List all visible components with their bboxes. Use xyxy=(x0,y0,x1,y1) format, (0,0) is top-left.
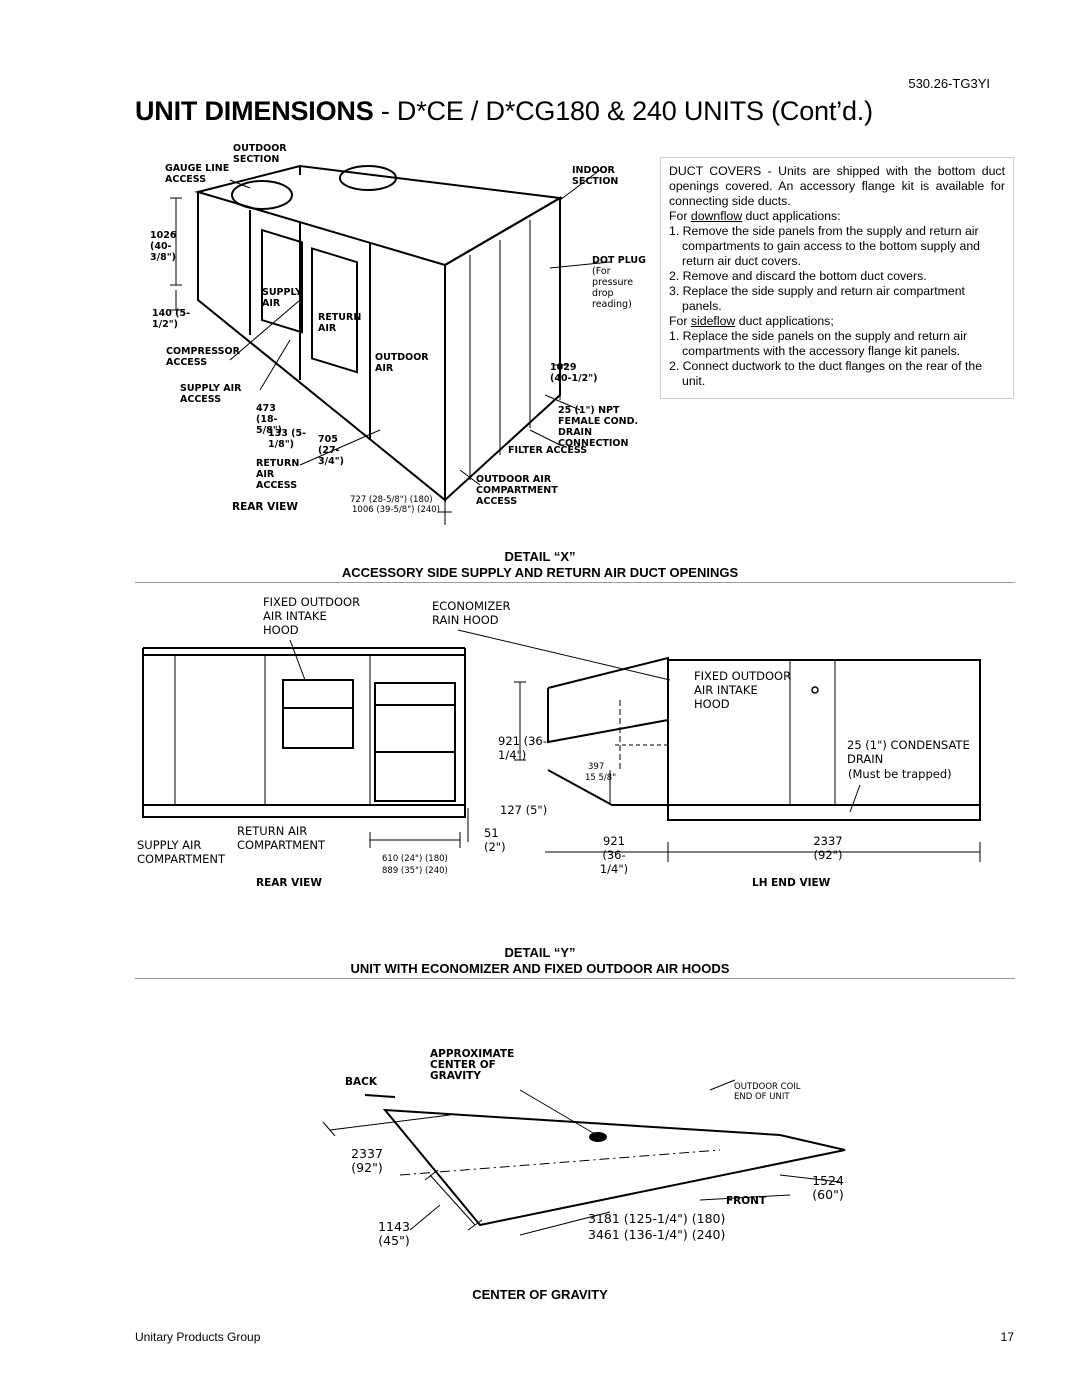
page-title: UNIT DIMENSIONS - D*CE / D*CG180 & 240 U… xyxy=(135,96,873,127)
label-rear-view-x: REAR VIEW xyxy=(232,501,298,513)
note-downflow-heading: For downflow duct applications: xyxy=(669,209,841,223)
drain-port-icon xyxy=(811,686,819,694)
label-gauge-line: GAUGE LINE ACCESS xyxy=(165,163,230,185)
label-rear-view-y: REAR VIEW xyxy=(256,877,322,889)
label-outdoor-coil: OUTDOOR COIL END OF UNIT xyxy=(734,1082,801,1102)
label-outdoor-air: OUTDOOR AIR xyxy=(375,352,429,374)
title-rest: - D*CE / D*CG180 & 240 UNITS (Cont’d.) xyxy=(373,96,873,126)
label-back: BACK xyxy=(345,1076,377,1088)
label-npt-drain: 25 (1") NPT FEMALE COND. DRAIN CONNECTIO… xyxy=(558,405,639,449)
label-approx-cg: APPROXIMATE CENTER OF GRAVITY xyxy=(430,1048,515,1082)
duct-covers-note: DUCT COVERS - Units are shipped with the… xyxy=(660,157,1014,399)
label-dim-921-vertical: 921 (36-1/4") xyxy=(498,734,547,762)
detail-y-caption: DETAIL “Y” xyxy=(504,945,576,960)
label-cg-dim-1524: 1524 (60") xyxy=(812,1173,844,1202)
label-dim-889: 889 (35") (240) xyxy=(382,866,448,876)
label-dot-plug-note: (For pressure drop reading) xyxy=(592,266,634,310)
note-downflow-step-3: 3. Replace the side supply and return ai… xyxy=(669,284,965,313)
label-outdoor-section: OUTDOOR SECTION xyxy=(233,143,287,165)
unit-top-outline xyxy=(194,164,564,267)
label-dim-397: 397 xyxy=(588,762,605,772)
label-dim-610: 610 (24") (180) xyxy=(382,854,448,864)
label-cg-dim-3461: 3461 (136-1/4") (240) xyxy=(588,1227,726,1242)
label-dim-705: 705 (27-3/4") xyxy=(318,434,344,467)
label-filter-access: FILTER ACCESS xyxy=(508,445,588,456)
label-condensate-drain: 25 (1") CONDENSATE DRAIN xyxy=(847,738,970,766)
label-cg-dim-2337: 2337 (92") xyxy=(351,1146,383,1175)
label-supply-air: SUPPLY AIR xyxy=(262,287,302,309)
label-return-access: RETURN AIR ACCESS xyxy=(256,458,300,491)
label-dim-51: 51 (2") xyxy=(484,826,506,854)
detail-y-subcaption: UNIT WITH ECONOMIZER AND FIXED OUTDOOR A… xyxy=(350,961,730,976)
document-number: 530.26-TG3YI xyxy=(908,76,990,91)
label-dim-473: 473 (18-5/8") xyxy=(256,403,282,436)
cg-caption: CENTER OF GRAVITY xyxy=(472,1287,608,1302)
label-dim-133: 133 (5-1/8") xyxy=(268,428,307,450)
label-lh-end-view: LH END VIEW xyxy=(752,877,831,889)
note-intro: DUCT COVERS - Units are shipped with the… xyxy=(669,164,1005,208)
label-return-air: RETURN AIR xyxy=(318,312,362,334)
label-oa-compartment: OUTDOOR AIR COMPARTMENT ACCESS xyxy=(476,474,558,507)
footer-company: Unitary Products Group xyxy=(135,1330,261,1344)
divider-y xyxy=(135,978,1015,979)
label-dim-140: 140 (5-1/2") xyxy=(152,308,191,330)
label-return-compartment: RETURN AIR COMPARTMENT xyxy=(237,824,326,852)
note-downflow-step-1: 1. Remove the side panels from the suppl… xyxy=(669,224,981,268)
label-compressor: COMPRESSOR ACCESS xyxy=(166,346,240,368)
label-fixed-hood: FIXED OUTDOOR AIR INTAKE HOOD xyxy=(263,595,361,637)
label-dim-15: 15 5/8" xyxy=(585,773,617,783)
label-dim-1029: 1029 (40-1/2") xyxy=(550,362,598,384)
title-bold: UNIT DIMENSIONS xyxy=(135,96,374,126)
label-indoor-section: INDOOR SECTION xyxy=(572,165,619,187)
label-dim-1026: 1026 (40-3/8") xyxy=(150,230,177,263)
note-sideflow-heading: For sideflow duct applications; xyxy=(669,314,834,328)
note-sideflow-step-1: 1. Replace the side panels on the supply… xyxy=(669,329,968,358)
label-supply-access: SUPPLY AIR ACCESS xyxy=(180,383,242,405)
detail-x-subcaption: ACCESSORY SIDE SUPPLY AND RETURN AIR DUC… xyxy=(341,565,739,580)
label-dim-921-horizontal: 921 (36-1/4") xyxy=(599,834,629,876)
note-sideflow-step-2: 2. Connect ductwork to the duct flanges … xyxy=(669,359,983,388)
detail-x-caption: DETAIL “X” xyxy=(504,549,576,564)
label-dim-2337-end: 2337 (92") xyxy=(813,834,843,862)
label-supply-compartment: SUPPLY AIR COMPARTMENT xyxy=(137,838,226,866)
label-dim-127: 127 (5") xyxy=(500,803,548,817)
footer-page-number: 17 xyxy=(1000,1330,1014,1344)
divider-x xyxy=(135,582,1015,583)
label-dot-plug: DOT PLUG xyxy=(592,255,646,266)
note-downflow-step-2: 2. Remove and discard the bottom duct co… xyxy=(669,269,927,283)
label-cg-dim-3181: 3181 (125-1/4") (180) xyxy=(588,1211,726,1226)
label-must-be-trapped: (Must be trapped) xyxy=(848,767,952,781)
label-econ-hood: ECONOMIZER RAIN HOOD xyxy=(432,599,511,627)
cg-marker-icon xyxy=(589,1132,607,1142)
label-dim-727: 727 (28-5/8") (180) xyxy=(350,495,433,505)
label-cg-dim-1143: 1143 (45") xyxy=(378,1219,410,1248)
label-fixed-hood-end: FIXED OUTDOOR AIR INTAKE HOOD xyxy=(694,669,792,711)
label-dim-1006: 1006 (39-5/8") (240) xyxy=(352,505,440,515)
label-front: FRONT xyxy=(726,1195,767,1207)
